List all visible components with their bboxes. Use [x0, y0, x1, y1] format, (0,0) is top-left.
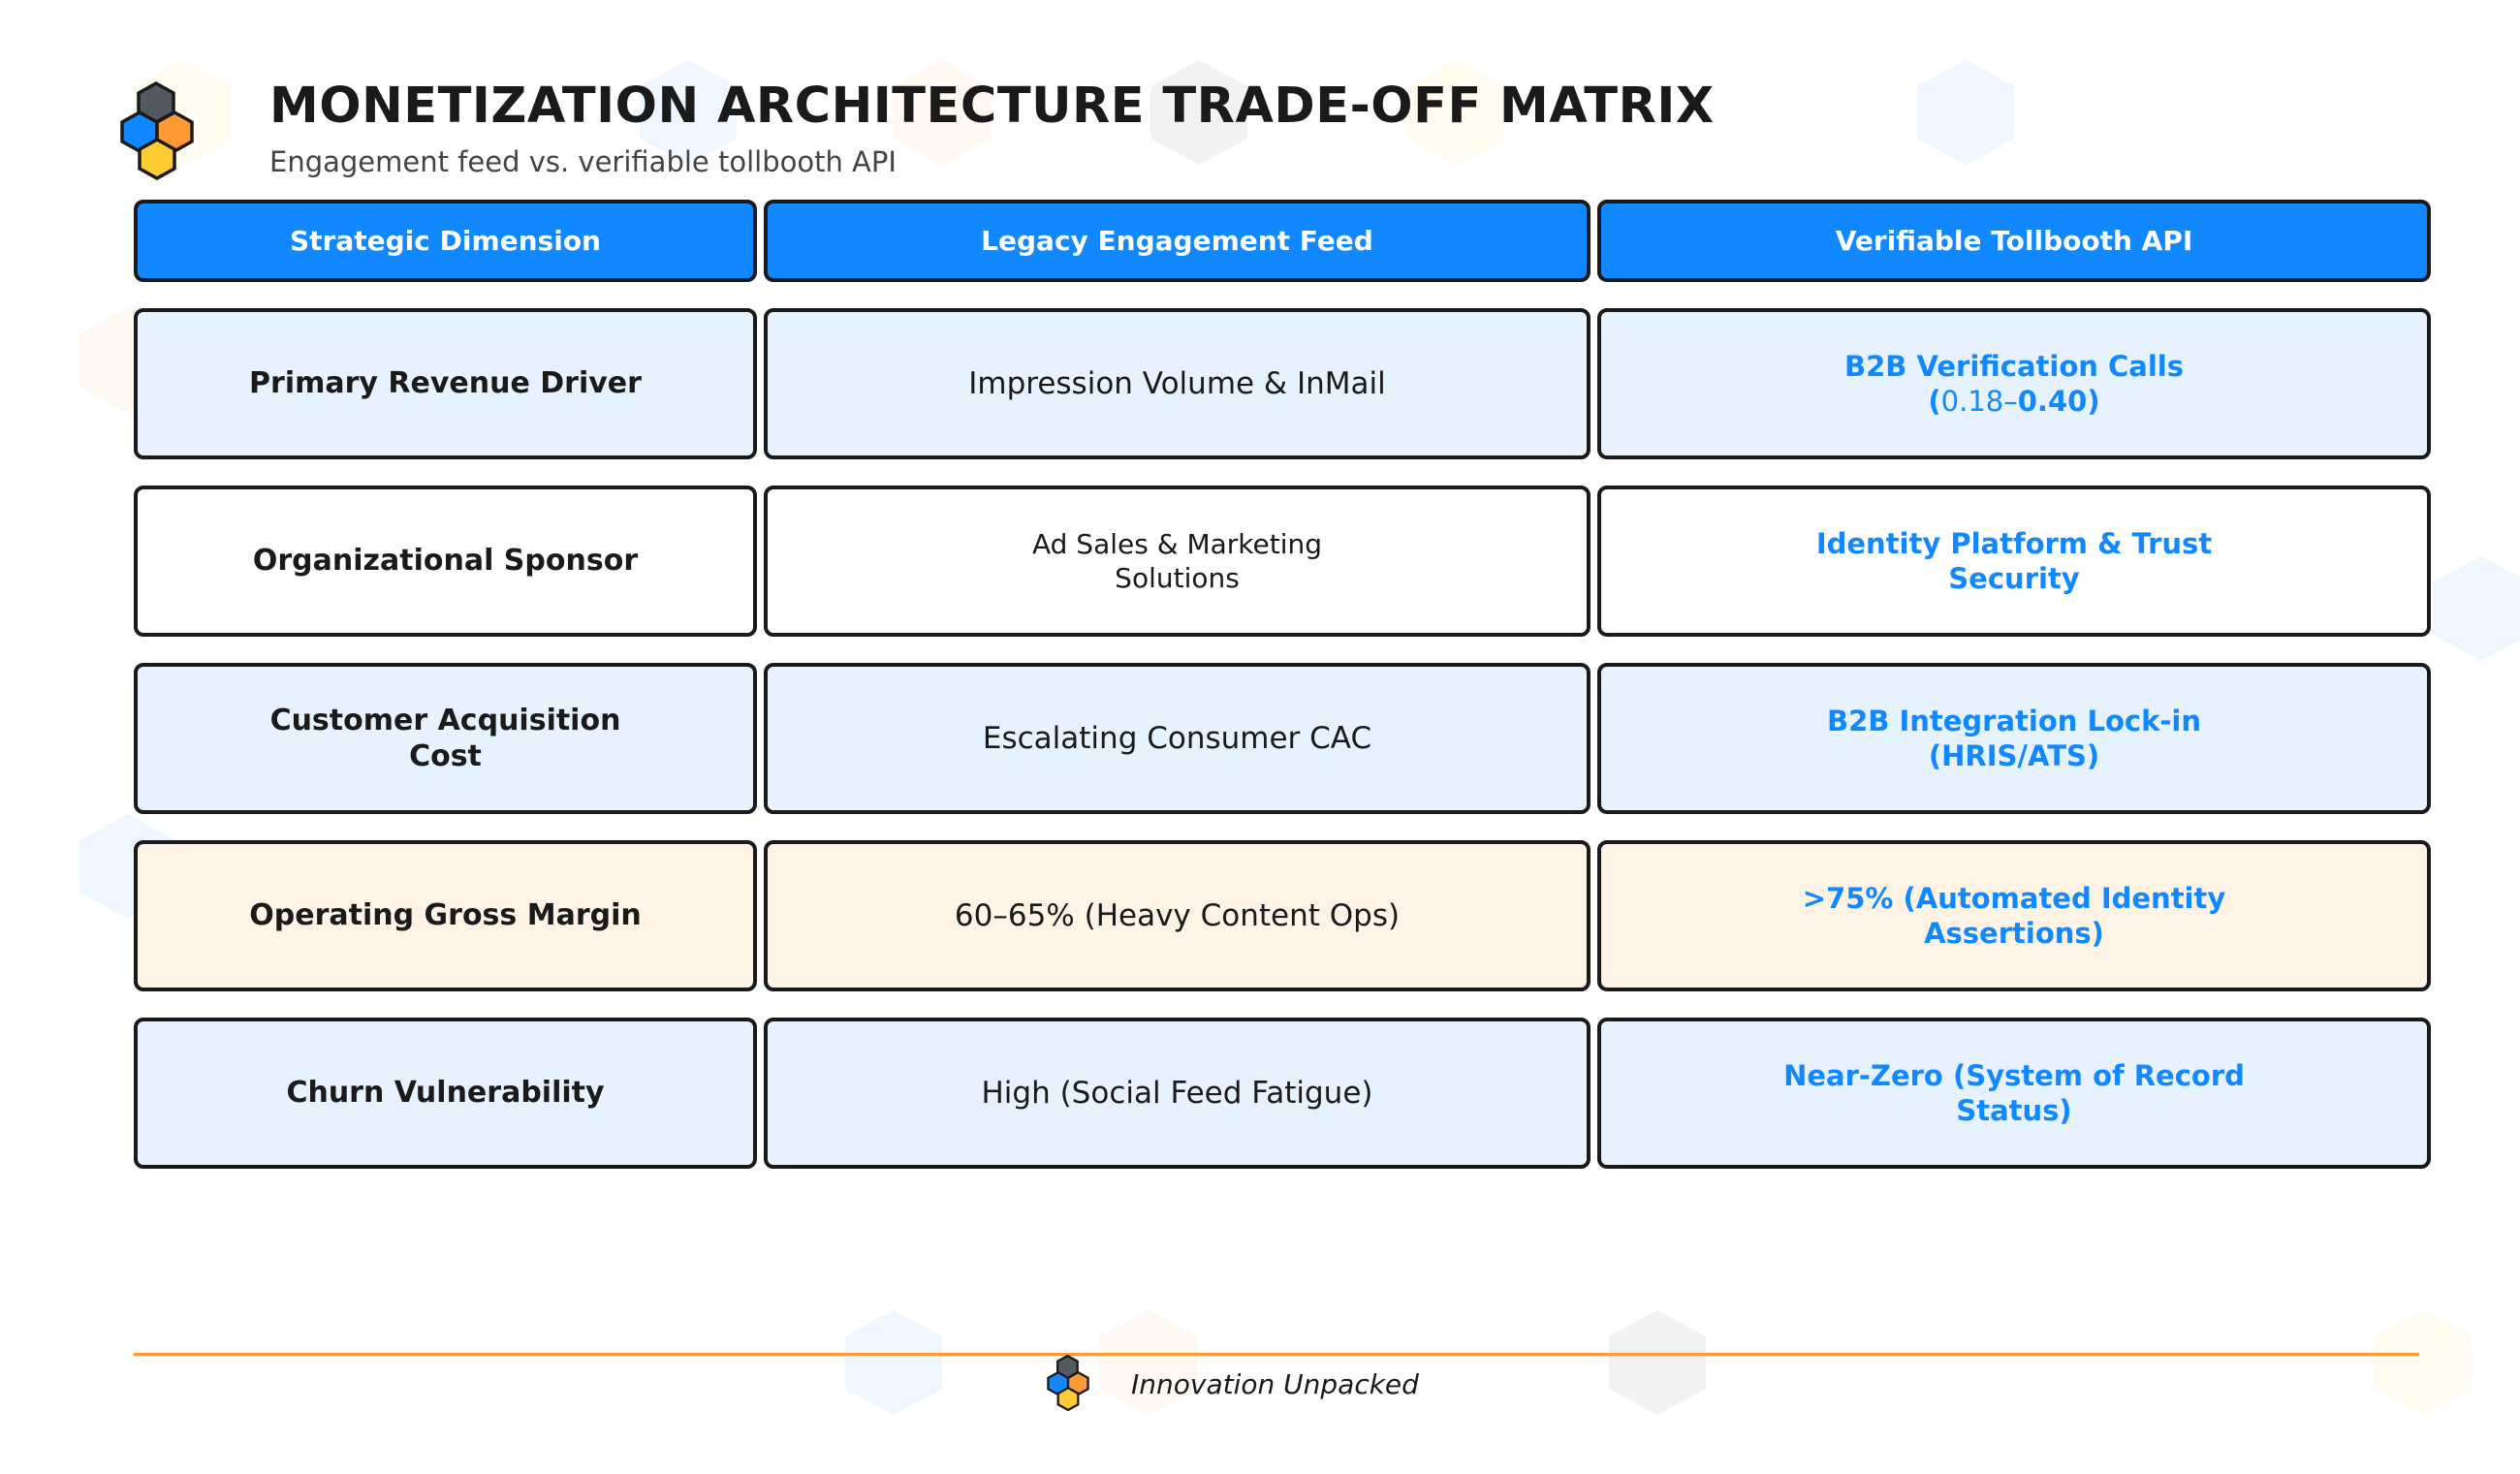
row-4-legacy: 60–65% (Heavy Content Ops) — [764, 840, 1591, 991]
row-3-legacy: Escalating Consumer CAC — [764, 663, 1591, 814]
row-1-dimension: Primary Revenue Driver — [134, 308, 757, 459]
column-header-verifiable-tollbooth-api: Verifiable Tollbooth API — [1597, 200, 2431, 282]
background-hexagon — [2375, 1310, 2472, 1415]
trade-off-matrix: Strategic Dimension Legacy Engagement Fe… — [134, 200, 2431, 1178]
row-4-tollbooth: >75% (Automated Identity Assertions) — [1597, 840, 2431, 991]
row-5-tollbooth: Near-Zero (System of Record Status) — [1597, 1018, 2431, 1169]
row-1-tollbooth-price-high: 0.40 — [2017, 385, 2088, 418]
row-1-legacy: Impression Volume & InMail — [764, 308, 1591, 459]
row-3-dimension: Customer Acquisition Cost — [134, 663, 757, 814]
page-subtitle: Engagement feed vs. verifiable tollbooth… — [269, 145, 897, 178]
row-1-tollbooth-price-low: 0.18– — [1940, 385, 2018, 418]
row-1-tollbooth: B2B Verification Calls (0.18–0.40) — [1597, 308, 2431, 459]
row-2-dimension: Organizational Sponsor — [134, 486, 757, 637]
footer-divider — [134, 1353, 2419, 1356]
row-5-dimension: Churn Vulnerability — [134, 1018, 757, 1169]
background-hexagon — [640, 60, 737, 165]
background-hexagon — [1917, 60, 2014, 165]
background-hexagon — [894, 60, 991, 165]
row-2-legacy: Ad Sales & Marketing Solutions — [764, 486, 1591, 637]
row-1-tollbooth-close: ) — [2087, 385, 2100, 418]
row-3-tollbooth: B2B Integration Lock-in (HRIS/ATS) — [1597, 663, 2431, 814]
row-4-dimension: Operating Gross Margin — [134, 840, 757, 991]
footer-brand: Innovation Unpacked — [1131, 1368, 1419, 1400]
background-hexagon — [845, 1310, 942, 1415]
row-5-legacy: High (Social Feed Fatigue) — [764, 1018, 1591, 1169]
background-hexagon — [2433, 556, 2520, 661]
row-1-tollbooth-line1: B2B Verification Calls — [1844, 349, 2184, 383]
row-2-tollbooth: Identity Platform & Trust Security — [1597, 486, 2431, 637]
background-hexagon — [1609, 1310, 1706, 1415]
page-title: MONETIZATION ARCHITECTURE TRADE-OFF MATR… — [269, 78, 1715, 135]
column-header-legacy-engagement-feed: Legacy Engagement Feed — [764, 200, 1591, 282]
column-header-strategic-dimension: Strategic Dimension — [134, 200, 757, 282]
hexagon-cluster-logo — [1047, 1354, 1089, 1412]
hexagon-cluster-logo — [120, 80, 194, 181]
row-1-tollbooth-open: ( — [1928, 385, 1941, 418]
